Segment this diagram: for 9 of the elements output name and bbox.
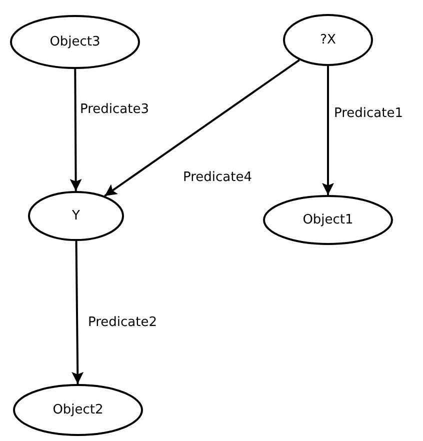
node-label: Object2: [52, 402, 104, 418]
arrow: [322, 66, 334, 195]
arrow: [104, 59, 300, 197]
node-label: Object1: [302, 212, 354, 228]
node-label: Object3: [48, 34, 102, 50]
node-label: Y: [71, 208, 81, 224]
arrow: [72, 241, 84, 384]
node-label: ?X: [319, 32, 337, 48]
arrow: [70, 69, 82, 191]
